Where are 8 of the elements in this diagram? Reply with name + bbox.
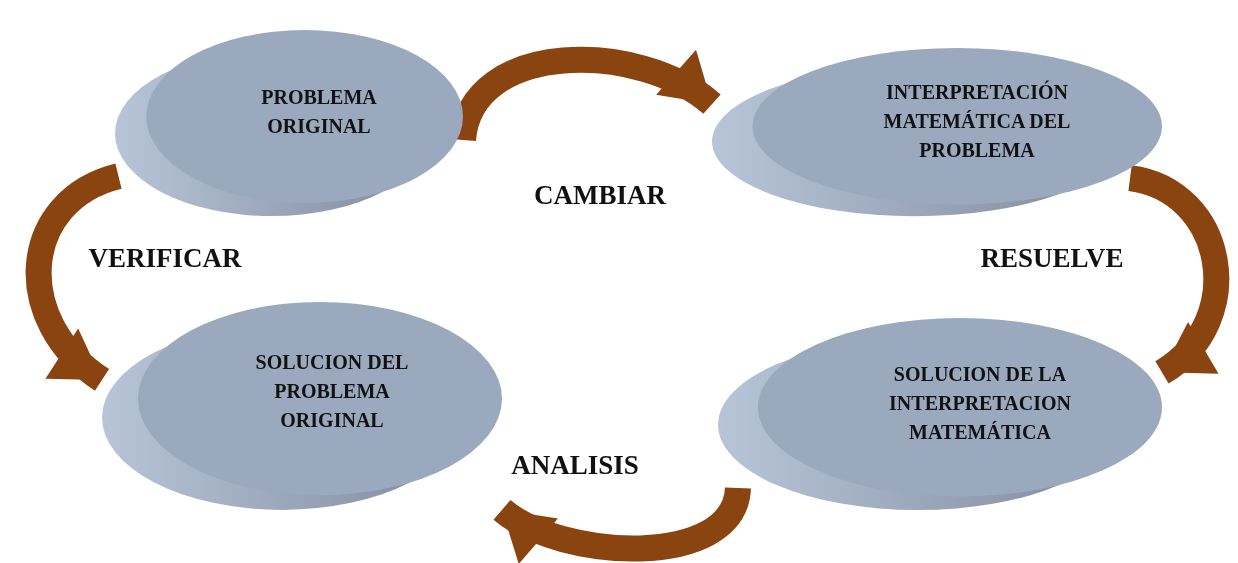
node-text: INTERPRETACIÓN MATEMÁTICA DEL PROBLEMA [882,79,1072,163]
disc-shape [102,302,502,512]
node-text: SOLUCION DE LA INTERPRETACION MATEMÁTICA [888,361,1072,445]
disc-shape [718,318,1162,512]
node-text: SOLUCION DEL PROBLEMA ORIGINAL [254,349,410,433]
disc-shape [115,30,463,218]
node-text: PROBLEMA ORIGINAL [260,85,378,139]
disc-shape [712,48,1162,218]
